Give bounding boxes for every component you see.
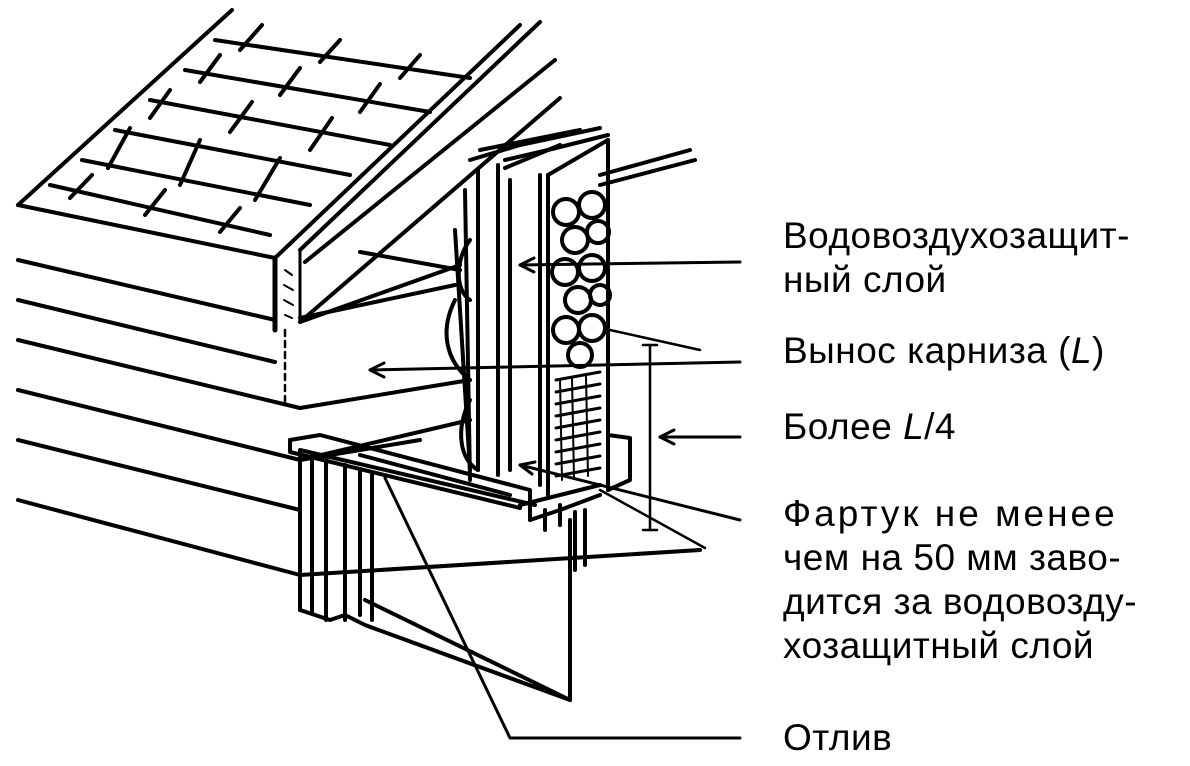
label-membrane: Водовоздухозащит- ный слой xyxy=(783,214,1130,302)
label-apron-line3: дится за водовозду- xyxy=(783,581,1138,622)
label-apron-line4: хозащитный слой xyxy=(783,625,1095,666)
label-more-than-suffix: /4 xyxy=(924,406,957,447)
window-frame xyxy=(298,450,572,702)
roof-shingles xyxy=(16,8,557,333)
label-more-than-var: L xyxy=(903,406,925,447)
label-apron-line2: чем на 50 мм заво- xyxy=(783,537,1122,578)
label-eave-overhang-var: L xyxy=(1070,330,1093,371)
soffit-lines xyxy=(298,96,697,324)
label-eave-overhang: Вынос карниза (L) xyxy=(783,329,1105,373)
label-membrane-line2: ный слой xyxy=(783,259,947,300)
label-eave-overhang-prefix: Вынос карниза ( xyxy=(783,330,1071,371)
label-more-than-prefix: Более xyxy=(783,406,904,447)
leader-lines xyxy=(368,256,742,740)
dimension-lines xyxy=(283,328,707,550)
label-drip-text: Отлив xyxy=(783,717,893,758)
label-apron-line1: Фартук не менее xyxy=(783,493,1118,534)
label-more-than: Более L/4 xyxy=(783,405,956,449)
label-apron: Фартук не менее чем на 50 мм заво- дится… xyxy=(783,492,1137,668)
label-eave-overhang-suffix: ) xyxy=(1092,330,1105,371)
label-drip: Отлив xyxy=(783,716,892,760)
drip-flashing xyxy=(288,433,602,572)
wall-framing xyxy=(444,163,542,487)
label-membrane-line1: Водовоздухозащит- xyxy=(783,215,1130,256)
insulation-cavity xyxy=(503,133,632,497)
